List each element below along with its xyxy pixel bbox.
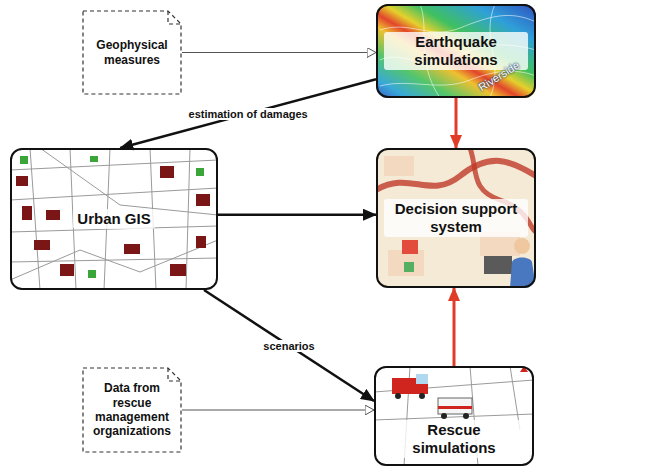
map-ground xyxy=(10,148,218,290)
street-lines xyxy=(374,366,534,466)
connector-arrow xyxy=(182,52,376,53)
map-label: Riverside xyxy=(476,59,521,93)
document-shape xyxy=(83,11,181,94)
text-holder: Decision support system xyxy=(378,150,534,286)
damaged-buildings xyxy=(16,166,210,276)
text-holder: Geophysical measures xyxy=(82,10,182,95)
input-document: Geophysical measures xyxy=(82,10,182,95)
gis-box: Urban GIS xyxy=(10,148,218,290)
page-fold xyxy=(168,368,181,381)
decision-box: Decision support system xyxy=(376,148,536,288)
connector-arrow xyxy=(218,213,376,216)
input-document: Data from rescue management organization… xyxy=(82,367,182,453)
simulation-box: Earthquake simulations xyxy=(376,4,536,98)
route-line xyxy=(376,161,536,190)
safe-buildings xyxy=(20,156,204,278)
node-text: Decision support system xyxy=(384,199,528,237)
intensity-map xyxy=(376,4,536,98)
map-ground xyxy=(374,366,534,466)
node-text: Geophysical measures xyxy=(88,38,176,67)
edge-label: scenarios xyxy=(260,340,317,352)
connector-arrow xyxy=(453,288,456,366)
page-fold xyxy=(168,11,181,24)
map-ground xyxy=(376,148,536,288)
simulation-box: Rescue simulations xyxy=(374,366,534,466)
city-map xyxy=(10,148,218,290)
building-icon xyxy=(402,240,418,254)
text-holder: Data from rescue management organization… xyxy=(82,367,182,453)
node-text: Data from rescue management organization… xyxy=(88,381,176,439)
rescue-map xyxy=(374,366,534,466)
connector-arrow xyxy=(182,409,374,410)
connector-arrow xyxy=(455,98,458,148)
earthquake-map xyxy=(376,4,536,98)
node-text: Rescue simulations xyxy=(382,420,526,458)
street-lines xyxy=(10,148,218,290)
contour-lines xyxy=(380,4,536,98)
building-icon xyxy=(404,262,414,272)
edge-label: estimation of damages xyxy=(186,108,311,120)
ambulance xyxy=(438,398,472,419)
operator-figure xyxy=(484,238,536,288)
connector-arrow xyxy=(204,290,374,401)
fire-truck xyxy=(392,374,428,399)
text-holder: Urban GIS xyxy=(12,150,216,288)
node-text: Urban GIS xyxy=(73,209,154,229)
document-shape xyxy=(83,368,181,452)
text-holder: Earthquake simulations xyxy=(378,6,534,96)
text-holder: Rescue simulations xyxy=(376,368,532,464)
decision-map xyxy=(376,148,536,288)
